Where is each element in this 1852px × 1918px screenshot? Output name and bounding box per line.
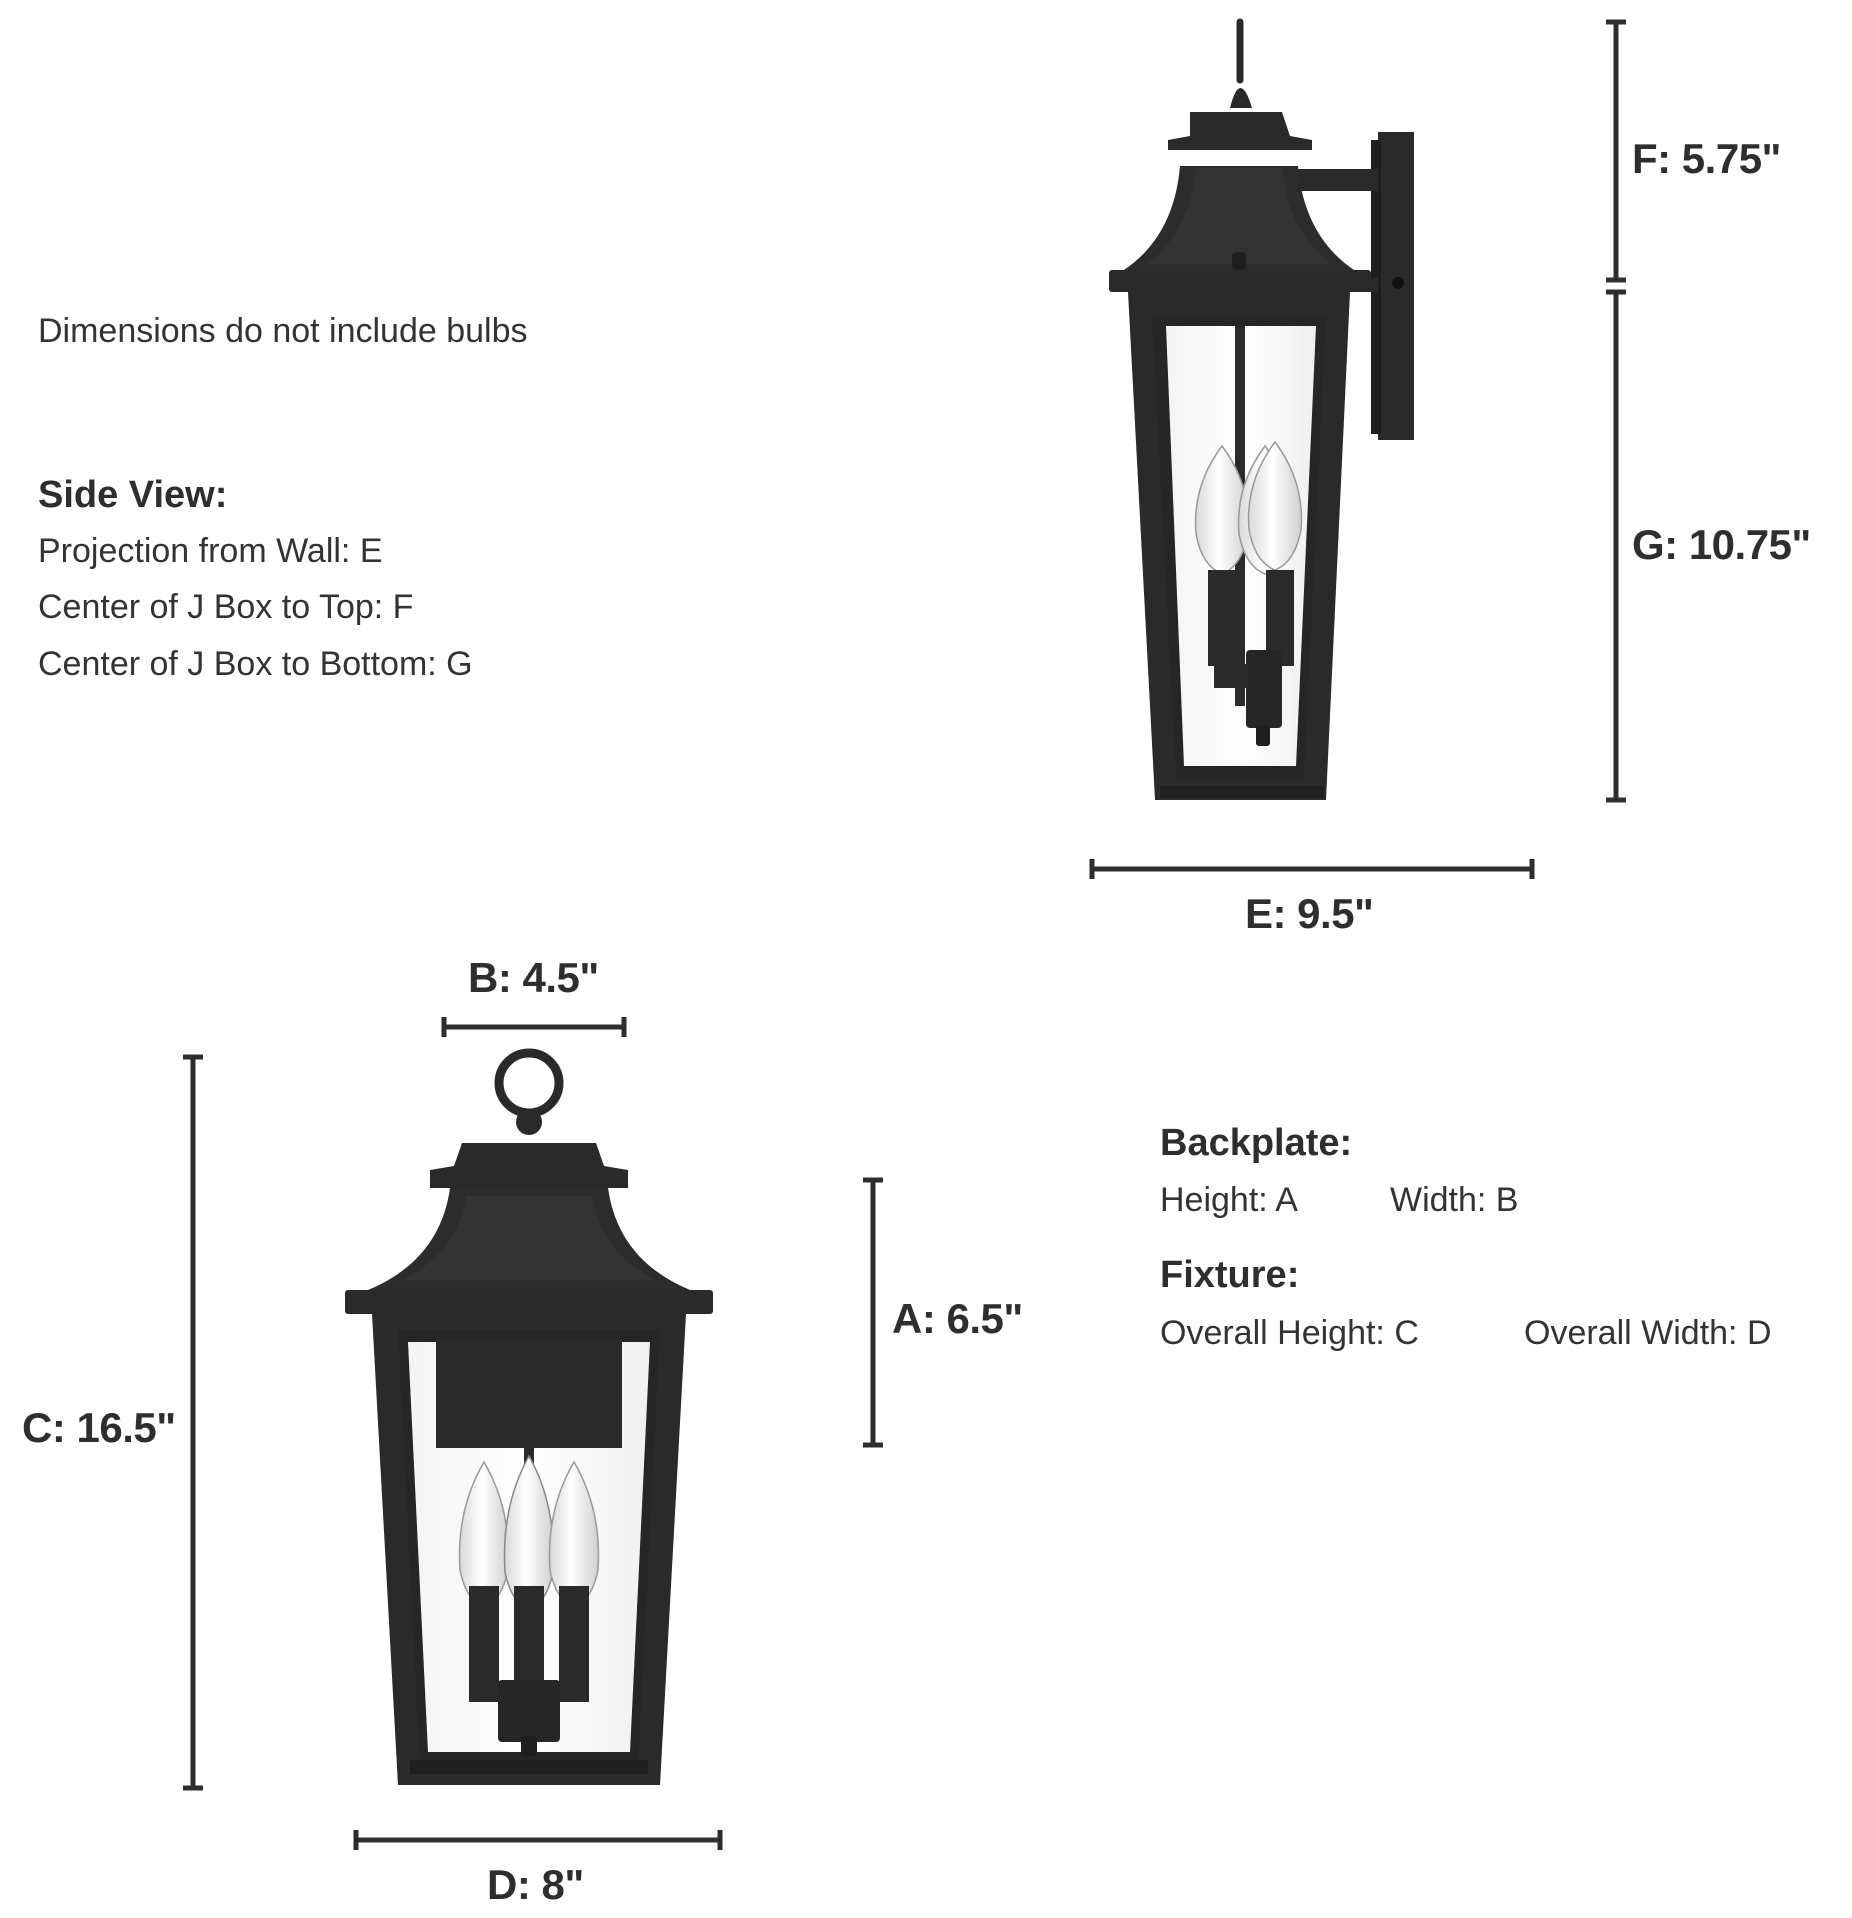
- dim-label-e: E: 9.5": [1245, 890, 1374, 937]
- dim-label-a: A: 6.5": [892, 1295, 1023, 1342]
- side-view-heading: Side View:: [38, 474, 228, 516]
- bulb-note: Dimensions do not include bulbs: [38, 312, 528, 350]
- backplate-heading: Backplate:: [1160, 1122, 1353, 1164]
- backplate-height-label: Height: A: [1160, 1181, 1298, 1219]
- dim-label-g: G: 10.75": [1632, 521, 1811, 568]
- legend-projection: Projection from Wall: E: [38, 532, 383, 570]
- fixture-heading: Fixture:: [1160, 1254, 1300, 1296]
- legend-jbox-top: Center of J Box to Top: F: [38, 588, 414, 626]
- dimension-lines: [183, 19, 1626, 1850]
- dim-label-b: B: 4.5": [468, 954, 599, 1001]
- fixture-width-label: Overall Width: D: [1524, 1314, 1772, 1352]
- front-view-lantern: [345, 1048, 713, 1785]
- backplate-width-label: Width: B: [1390, 1181, 1519, 1219]
- fixture-height-label: Overall Height: C: [1160, 1314, 1419, 1352]
- side-view-lantern: [1109, 18, 1414, 800]
- legend-jbox-bottom: Center of J Box to Bottom: G: [38, 645, 473, 683]
- dim-label-d: D: 8": [487, 1861, 584, 1908]
- dim-label-f: F: 5.75": [1632, 135, 1781, 182]
- dim-label-c: C: 16.5": [22, 1404, 176, 1451]
